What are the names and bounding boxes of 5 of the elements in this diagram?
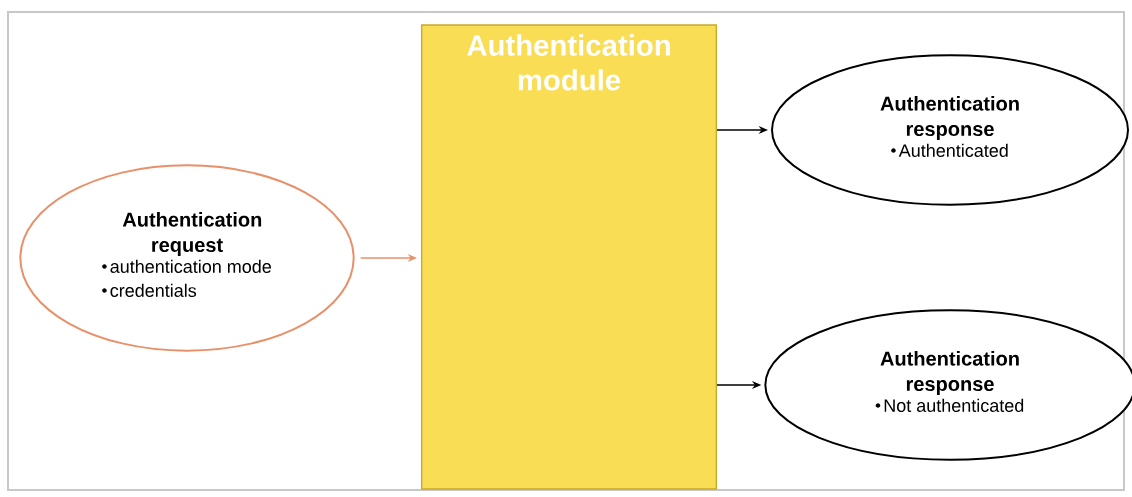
node-label: Authenticated bbox=[898, 143, 1008, 157]
node-label: Not authenticated bbox=[884, 398, 1024, 412]
node-label: Authentication response bbox=[880, 96, 1019, 140]
module-box: Authentication module bbox=[421, 24, 717, 490]
node-label: Authentication response bbox=[880, 351, 1019, 395]
